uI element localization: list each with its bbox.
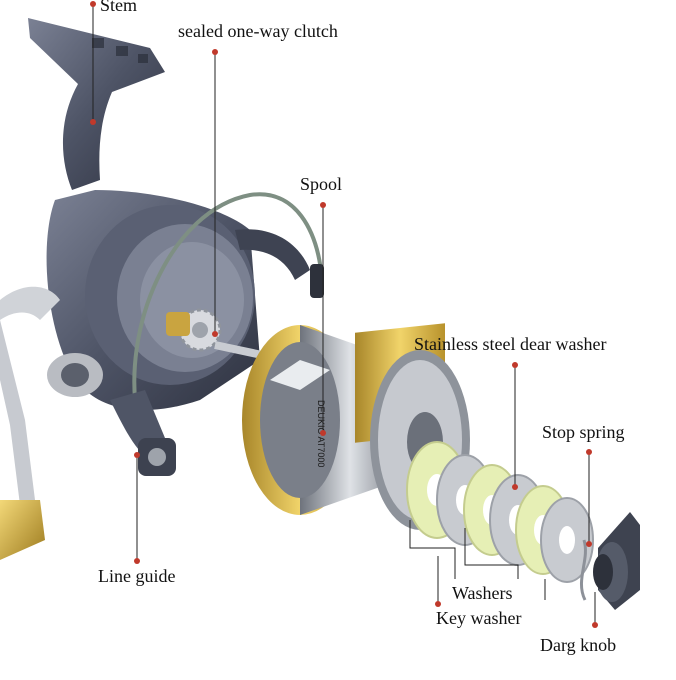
label-key-washer: Key washer <box>436 608 522 628</box>
label-clutch: sealed one-way clutch <box>178 21 338 41</box>
bail-clip <box>310 264 324 298</box>
handle-part <box>0 286 103 560</box>
bail-wire <box>132 192 324 421</box>
washer-stack <box>406 441 594 583</box>
line-guide-part <box>110 390 176 476</box>
label-washers: Washers <box>452 583 513 603</box>
stem-part <box>28 18 165 190</box>
label-stem: Stem <box>100 0 138 15</box>
leader-dots <box>90 1 598 628</box>
label-drag-knob: Darg knob <box>540 635 617 655</box>
label-gear-washer: Stainless steel dear washer <box>414 334 607 354</box>
label-spool: Spool <box>300 174 343 194</box>
label-line-guide: Line guide <box>98 566 176 586</box>
leader-lines <box>92 4 596 625</box>
label-stop-spring: Stop spring <box>542 422 625 442</box>
stop-spring-part <box>580 539 587 601</box>
drag-knob-part <box>593 512 640 610</box>
clutch-gear-part <box>166 308 285 364</box>
